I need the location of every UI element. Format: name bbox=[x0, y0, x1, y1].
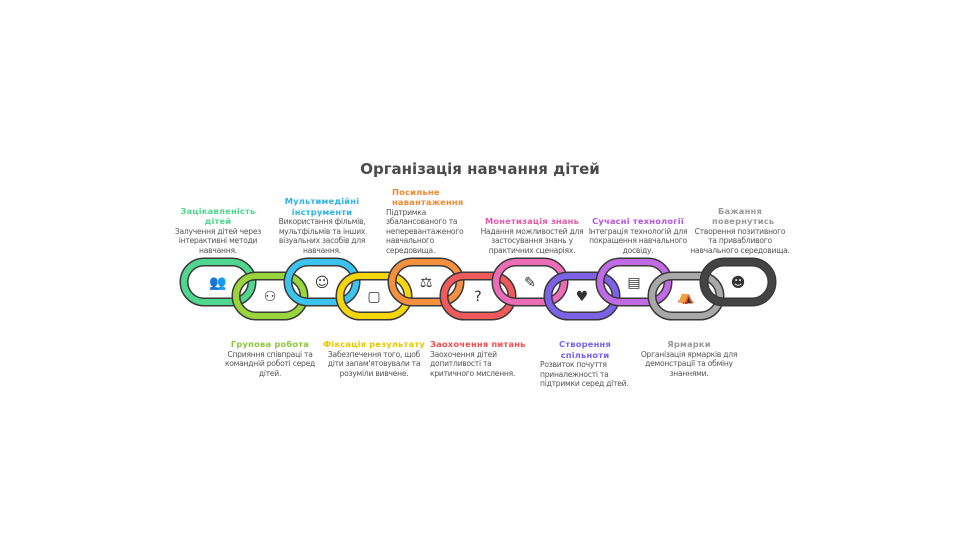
step-title: Монетизація знань bbox=[484, 216, 580, 226]
step-title: Створення спільноти bbox=[558, 339, 611, 360]
group-work-icon: ⚇ bbox=[264, 289, 277, 305]
step-desc: Підтримка збалансованого та неперевантаж… bbox=[386, 207, 464, 255]
step-community: Створення спільноти Розвиток почуття при… bbox=[540, 339, 644, 389]
step-technology: Сучасні технології Інтеграція технологій… bbox=[586, 216, 690, 255]
balanced-load-icon: ⚖ bbox=[420, 275, 433, 291]
step-desc: Забезпечення того, щоб діти запам'ятовув… bbox=[327, 349, 421, 378]
step-title: Групова робота bbox=[230, 339, 310, 349]
step-group-work: Групова робота Сприяння співпраці та ком… bbox=[218, 339, 322, 378]
chain-link: ♥ bbox=[543, 271, 621, 321]
chain-link: ▤ bbox=[595, 257, 673, 307]
step-desc: Організація ярмарків для демонстрації та… bbox=[640, 349, 738, 378]
chain-link: ⛺ bbox=[647, 271, 725, 321]
chain-link: ⚇ bbox=[231, 271, 309, 321]
child-media-icon: ☺ bbox=[315, 275, 330, 291]
page-title: Організація навчання дітей bbox=[360, 160, 600, 178]
step-return: Бажання повернутись Створення позитивног… bbox=[690, 206, 790, 256]
step-desc: Інтеграція технологій для покращення нав… bbox=[588, 226, 688, 255]
teacher-students-icon: ✎ bbox=[524, 275, 536, 291]
chain-link: ⚖ bbox=[387, 257, 465, 307]
happy-child-icon: ☻ bbox=[731, 275, 746, 291]
step-title: Бажання повернутись bbox=[712, 205, 775, 227]
step-load: Посильне навантаження Підтримка збалансо… bbox=[386, 187, 470, 256]
step-desc: Сприяння співпраці та командній роботі с… bbox=[224, 349, 316, 378]
tablet-icon: ▤ bbox=[627, 275, 640, 291]
step-questions: Заохочення питань Заохочення дітей допит… bbox=[430, 339, 534, 378]
step-title: Ярмарки bbox=[667, 339, 711, 349]
chain-link: ✎ bbox=[491, 257, 569, 307]
curious-face-icon: ? bbox=[474, 289, 481, 305]
chain-link: 👥 bbox=[179, 257, 257, 307]
step-monetization: Монетизація знань Надання можливостей дл… bbox=[480, 216, 584, 255]
step-desc: Надання можливостей для застосування зна… bbox=[480, 226, 584, 255]
children-learning-icon: 👥 bbox=[209, 275, 226, 291]
step-engagement: Зацікавленість дітей Залучення дітей чер… bbox=[166, 206, 270, 256]
chain-link: ☺ bbox=[283, 257, 361, 307]
step-title: Фіксація результату bbox=[323, 339, 425, 349]
step-desc: Використання фільмів, мультфільмів та ін… bbox=[278, 217, 366, 255]
step-title: Посильне навантаження bbox=[392, 186, 464, 208]
fair-icon: ⛺ bbox=[677, 289, 694, 305]
step-desc: Заохочення дітей допитливості та критичн… bbox=[430, 349, 516, 378]
chain-link: ? bbox=[439, 271, 517, 321]
step-title: Сучасні технології bbox=[592, 216, 684, 226]
step-title: Мультимедійні інструменти bbox=[284, 196, 360, 217]
step-desc: Створення позитивного та привабливого на… bbox=[690, 226, 790, 255]
step-multimedia: Мультимедійні інструменти Використання ф… bbox=[270, 196, 374, 255]
step-title: Зацікавленість дітей bbox=[180, 205, 256, 227]
step-title: Заохочення питань bbox=[430, 339, 526, 349]
step-desc: Залучення дітей через інтерактивні метод… bbox=[174, 226, 262, 255]
chain-link: ▢ bbox=[335, 271, 413, 321]
whiteboard-icon: ▢ bbox=[367, 289, 380, 305]
step-results: Фіксація результату Забезпечення того, щ… bbox=[322, 339, 426, 378]
step-fairs: Ярмарки Організація ярмарків для демонст… bbox=[637, 339, 741, 378]
step-desc: Розвиток почуття приналежності та підтри… bbox=[540, 360, 629, 388]
community-icon: ♥ bbox=[576, 289, 589, 305]
chain-link: ☻ bbox=[699, 257, 777, 307]
